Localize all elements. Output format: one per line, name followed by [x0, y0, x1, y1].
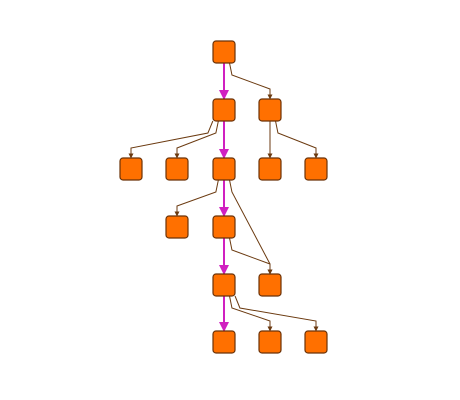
tree-node-n5[interactable] [212, 157, 236, 181]
edge-n2-n7 [275, 120, 319, 159]
tree-node-n10[interactable] [212, 273, 236, 297]
edge-n10-n13 [229, 295, 273, 332]
edge-n5-n8 [174, 179, 219, 217]
tree-node-n11[interactable] [258, 273, 282, 297]
node-box [258, 157, 282, 181]
tree-node-n9[interactable] [212, 215, 236, 239]
node-box [165, 157, 189, 181]
tree-node-n4[interactable] [165, 157, 189, 181]
tree-node-n13[interactable] [258, 330, 282, 354]
tree-node-n12[interactable] [212, 330, 236, 354]
node-box [212, 273, 236, 297]
node-box [212, 215, 236, 239]
tree-node-n8[interactable] [165, 215, 189, 239]
edge-n10-n14 [234, 295, 319, 332]
node-box [258, 330, 282, 354]
tree-node-n6[interactable] [258, 157, 282, 181]
node-box [212, 40, 236, 64]
edge-n9-n11 [229, 237, 273, 275]
node-box [258, 98, 282, 122]
nodes-layer [119, 40, 328, 354]
node-box [304, 157, 328, 181]
edge-n1-n4 [174, 120, 219, 159]
tree-node-n2[interactable] [258, 98, 282, 122]
edge-n0-n2 [229, 62, 273, 100]
tree-node-n3[interactable] [119, 157, 143, 181]
tree-node-n7[interactable] [304, 157, 328, 181]
tree-node-n0[interactable] [212, 40, 236, 64]
tree-node-n14[interactable] [304, 330, 328, 354]
node-box [212, 98, 236, 122]
tree-node-n1[interactable] [212, 98, 236, 122]
node-box [119, 157, 143, 181]
node-box [165, 215, 189, 239]
node-box [304, 330, 328, 354]
edges-layer [128, 62, 319, 332]
edge-n1-n3 [128, 120, 214, 159]
node-box [212, 157, 236, 181]
node-box [212, 330, 236, 354]
node-box [258, 273, 282, 297]
